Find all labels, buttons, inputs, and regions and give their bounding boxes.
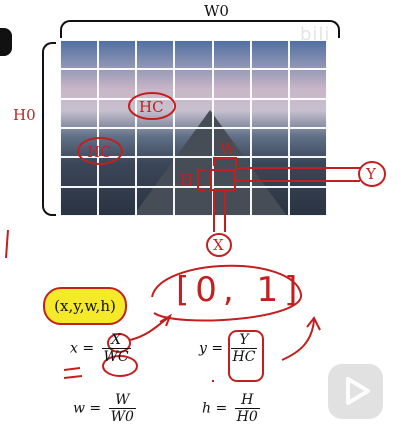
grid-cell [136, 128, 175, 158]
left-brace [42, 42, 56, 216]
grid-cell [60, 69, 99, 99]
object-box [210, 169, 236, 191]
formula-w-frac: W W0 [108, 392, 136, 425]
formula-y-frac: Y HC [230, 332, 258, 365]
top-brace [60, 20, 340, 38]
hc-left-label: HC [87, 143, 112, 161]
x-num-circle [107, 333, 131, 353]
left-mark [5, 229, 9, 259]
grid-cell [98, 157, 137, 187]
formula-x-num: X [111, 332, 122, 348]
grid-cell [174, 40, 213, 70]
w-bracket [213, 157, 237, 166]
grid-cell [174, 128, 213, 158]
grid-cell [136, 186, 175, 216]
grid-cell [250, 98, 289, 128]
formula-y-num: Y [239, 332, 249, 348]
grid-cell [98, 186, 137, 216]
grid-cell [60, 157, 99, 187]
formula-w-lhs: w = [73, 400, 102, 417]
grid-image [60, 40, 327, 216]
grid-cell [136, 69, 175, 99]
formula-h: h = H H0 [202, 392, 260, 425]
h0-label: H0 [13, 106, 36, 124]
formula-x: x = X WC [70, 332, 131, 365]
wc-den-circle [102, 355, 138, 377]
grid-cell [98, 40, 137, 70]
y-frac-box [228, 330, 264, 382]
formula-h-den: H0 [234, 408, 260, 425]
grid-cell [212, 98, 251, 128]
grid-cell [136, 98, 175, 128]
y-circle [358, 161, 386, 187]
grid-cell [60, 40, 99, 70]
formula-y-lhs: y = [199, 340, 224, 357]
grid-cell [174, 157, 213, 187]
grid-cell [212, 128, 251, 158]
x-label: X [213, 236, 224, 254]
hc-top-label: HC [139, 98, 164, 116]
range-ellipse [151, 264, 302, 322]
grid-cell [250, 69, 289, 99]
grid-cell [288, 157, 327, 187]
formula-x-frac: X WC [101, 332, 131, 365]
grid-cell [250, 128, 289, 158]
grid-cell [136, 157, 175, 187]
grid-cell [288, 98, 327, 128]
grid-cell [288, 40, 327, 70]
formula-w-den: W0 [108, 408, 136, 425]
grid-cell [174, 186, 213, 216]
play-button[interactable] [328, 364, 383, 419]
formula-y-den: HC [230, 348, 258, 365]
grid-cell [288, 69, 327, 99]
range-text: [0, 1] [176, 270, 304, 310]
grid-cell [212, 40, 251, 70]
h-label: H [180, 171, 194, 189]
watermark: bili [300, 24, 331, 45]
formula-x-den: WC [101, 348, 131, 365]
grid-cell [250, 157, 289, 187]
grid-cell [288, 128, 327, 158]
y-label: Y [366, 165, 376, 183]
arrow-right [281, 319, 315, 361]
hc-top-ellipse [128, 92, 176, 120]
formula-w: w = W W0 [73, 392, 136, 425]
h-bracket [197, 169, 205, 191]
grid-cell [174, 69, 213, 99]
grid-cell [60, 98, 99, 128]
grid-cell [174, 98, 213, 128]
grid-cell [136, 40, 175, 70]
grid-cell [98, 128, 137, 158]
grid-cell [250, 186, 289, 216]
x-circle [206, 233, 232, 257]
grid-cell [60, 186, 99, 216]
grid-cell [212, 69, 251, 99]
grid-cell [250, 40, 289, 70]
w-label: W [220, 140, 236, 158]
formula-h-frac: H H0 [234, 392, 260, 425]
grid-cell [98, 69, 137, 99]
hc-left-ellipse [77, 137, 123, 165]
xywh-tag: (x,y,w,h) [43, 287, 127, 325]
formula-w-num: W [115, 392, 130, 408]
formula-h-num: H [241, 392, 254, 408]
w0-label: W0 [204, 2, 229, 20]
grid-cell [288, 186, 327, 216]
play-icon [346, 377, 370, 405]
formula-x-lhs: x = [70, 340, 95, 357]
grid-cell [98, 98, 137, 128]
formula-h-lhs: h = [202, 400, 228, 417]
formula-y: y = Y HC [199, 332, 258, 365]
sidebar-icon[interactable] [0, 28, 12, 56]
grid-overlay [60, 40, 327, 216]
